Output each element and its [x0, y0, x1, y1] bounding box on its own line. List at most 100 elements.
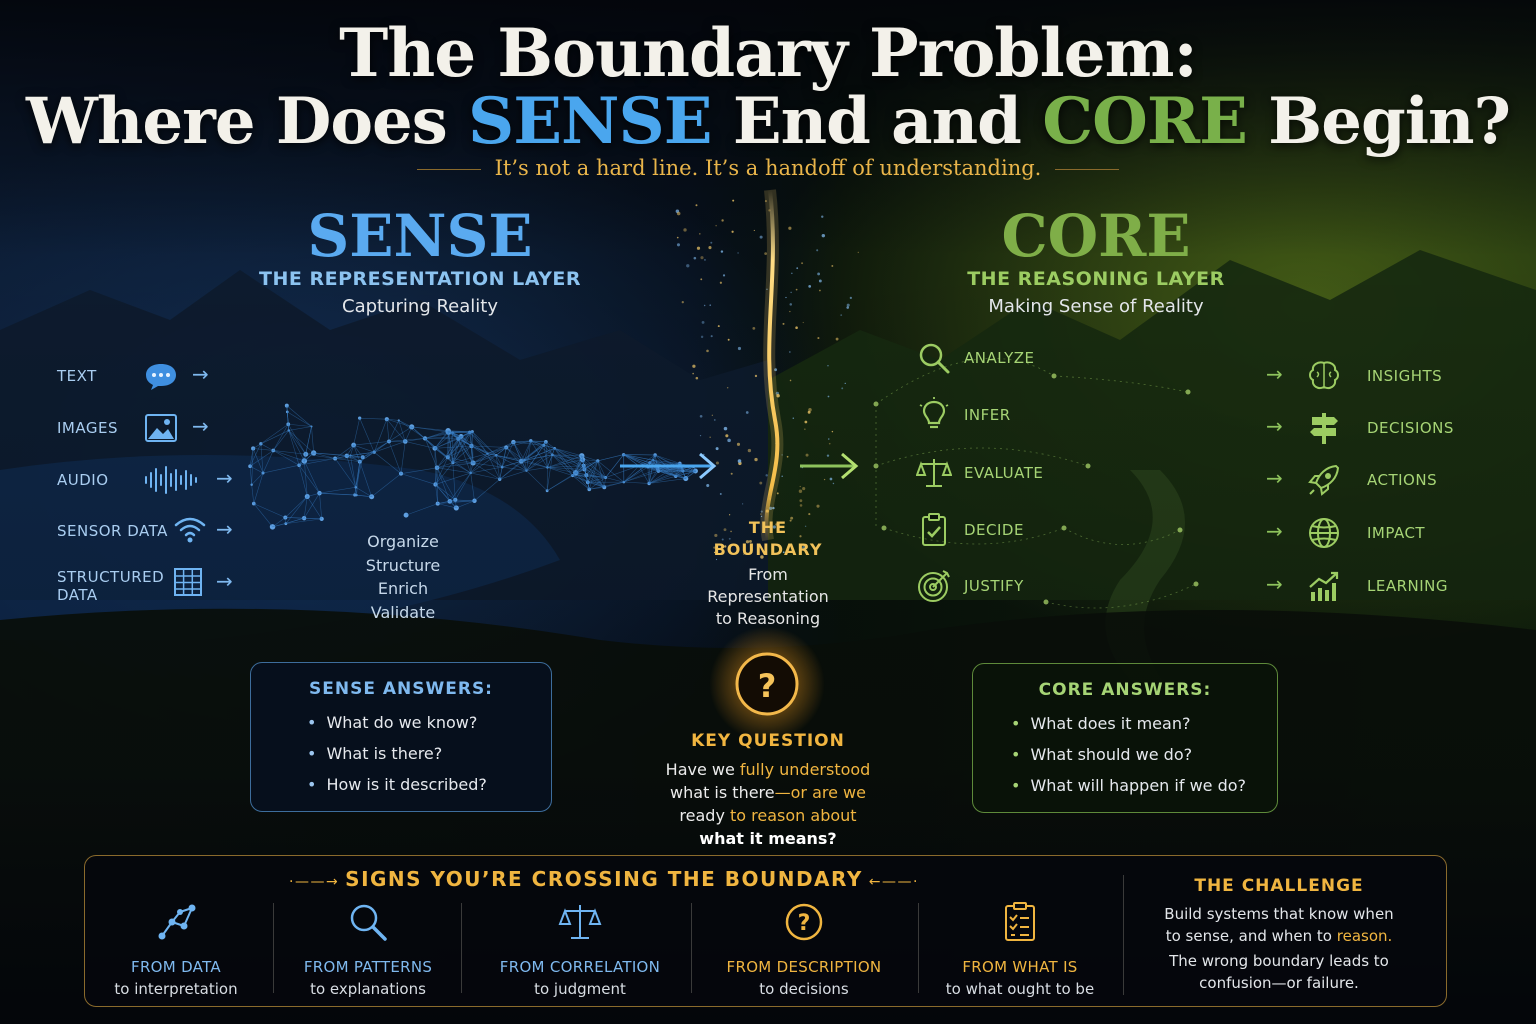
particle-link [460, 436, 472, 447]
particle-link [584, 469, 589, 483]
table-grid-icon [174, 568, 202, 596]
particle-link [658, 470, 686, 479]
particle-link [436, 457, 449, 468]
particle-link [273, 450, 300, 466]
particle-dot [286, 422, 291, 427]
particle-link [583, 465, 585, 470]
particle-link [249, 466, 252, 485]
particle-link [675, 471, 696, 477]
sparkle-dot [686, 264, 690, 268]
particle-link [623, 465, 639, 483]
particle-link [452, 436, 462, 463]
particle-dot [360, 455, 365, 460]
particle-link [647, 466, 676, 477]
particle-link [356, 461, 361, 496]
particle-dot [311, 450, 317, 456]
particle-link [586, 474, 605, 488]
particle-link [398, 420, 406, 442]
particle-link [597, 460, 605, 488]
particle-link [288, 430, 305, 462]
sparkle-dot [817, 337, 820, 339]
particle-link [546, 454, 553, 491]
particle-link [252, 448, 264, 474]
particle-dot [551, 453, 554, 457]
sparkle-dot [799, 485, 801, 488]
sparkle-dot [772, 506, 775, 510]
sparkle-dot [792, 417, 795, 420]
particle-link [547, 467, 585, 470]
particle-dot [317, 490, 322, 496]
particle-link [362, 441, 390, 458]
particle-link [623, 454, 654, 461]
particle-link [586, 474, 606, 478]
sparkle-dot [821, 233, 826, 238]
particle-link [572, 475, 588, 483]
sparkle-dot [676, 236, 679, 239]
sparkle-dot [745, 411, 749, 414]
particle-link [350, 455, 360, 462]
particle-link [449, 499, 456, 502]
particle-link [597, 454, 624, 462]
particle-dot [673, 474, 678, 479]
sparkle-dot [795, 288, 798, 291]
particle-link [434, 448, 448, 458]
sense-input-text: TEXT [57, 367, 97, 385]
particle-link [575, 459, 583, 473]
particle-link [543, 441, 547, 446]
sparkle-dot [831, 430, 834, 433]
list-item: How is it described? [307, 769, 551, 800]
particle-link [623, 481, 650, 484]
particle-dot [648, 461, 652, 465]
sense-layer-description: Capturing Reality [342, 296, 498, 317]
particle-link [452, 431, 473, 433]
sparkle-dot [802, 487, 806, 491]
particle-dot [434, 465, 440, 471]
particle-link [434, 448, 436, 485]
particle-link [436, 462, 453, 469]
sparkle-dot [801, 262, 804, 265]
particle-link [473, 455, 497, 464]
particle-link [552, 454, 576, 473]
particle-link [260, 443, 264, 474]
particle-link [582, 459, 589, 483]
sparkle-dot [725, 434, 729, 438]
particle-link [583, 465, 605, 488]
sense-input-sensor-data: SENSOR DATA [57, 522, 168, 540]
particle-link [452, 453, 488, 464]
particle-link [249, 465, 264, 474]
particle-dot [573, 470, 579, 476]
particle-link [437, 462, 474, 469]
sparkle-dot [752, 326, 756, 330]
particle-link [354, 494, 372, 498]
arrow-right-icon: → [1266, 572, 1283, 596]
sparkle-dot [791, 272, 793, 275]
particle-link [575, 472, 587, 476]
particle-link [572, 460, 598, 476]
particle-dot [604, 476, 608, 480]
particle-link [272, 517, 305, 528]
sparkle-dot [775, 523, 778, 526]
particle-link [400, 473, 436, 485]
node-link [1063, 527, 1181, 545]
particle-link [658, 466, 694, 472]
sparkle-dot [715, 461, 719, 465]
particle-link [657, 468, 676, 477]
sparkle-dot [786, 455, 789, 458]
sparkle-dot [789, 519, 792, 522]
node-dot [1051, 373, 1057, 379]
particle-dot [681, 469, 685, 473]
particle-link [487, 441, 514, 454]
particle-link [499, 467, 503, 480]
sparkle-dot [831, 264, 834, 267]
sparkle-dot [747, 448, 752, 453]
particle-link [572, 475, 590, 490]
particle-link [447, 431, 473, 458]
sparkle-dot [799, 535, 802, 538]
sparkle-dot [828, 442, 831, 445]
sparkle-dot [807, 410, 811, 414]
sparkle-dot [700, 256, 704, 260]
particle-link [487, 453, 522, 462]
particle-link [447, 432, 453, 458]
particle-dot [678, 461, 682, 466]
sparkle-dot [715, 558, 718, 561]
